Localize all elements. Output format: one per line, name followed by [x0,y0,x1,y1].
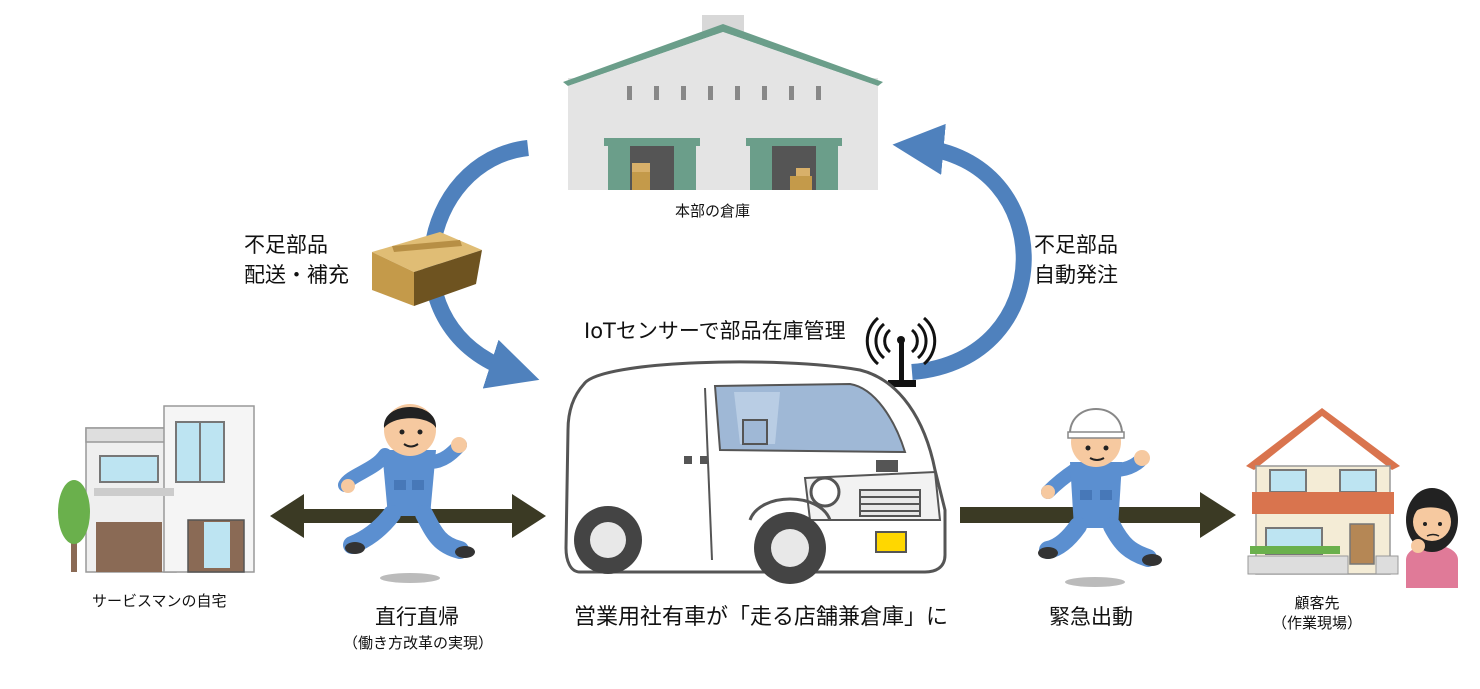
customer-sublabel: （作業現場） [1271,614,1362,632]
helmet-worker-icon [1038,408,1162,587]
warehouse-icon [563,15,883,190]
left-cycle-label-line1: 不足部品 [244,233,328,257]
warehouse-label: 本部の倉庫 [675,202,751,220]
emergency-label: 緊急出動 [1049,605,1133,629]
house-icon [85,405,255,573]
worker-icon [338,404,475,583]
customer-house-icon [1246,408,1400,575]
box-icon [372,232,482,306]
sensor-label: IoTセンサーで部品在庫管理 [584,319,846,343]
van-label: 営業用社有車が「走る店舗兼倉庫」に [574,605,949,630]
direct-commute-label: 直行直帰 [375,605,459,629]
tree-icon [58,480,90,572]
antenna-icon [865,316,937,387]
van-icon [564,360,947,584]
customer-woman-icon [1406,488,1458,588]
right-cycle-label-line2: 自動発注 [1034,263,1118,287]
customer-label: 顧客先 [1294,594,1340,612]
left-cycle-label-line2: 配送・補充 [244,263,349,287]
home-label: サービスマンの自宅 [92,592,227,610]
right-cycle-arrow [892,123,1032,380]
direct-commute-sublabel: （働き方改革の実現） [342,634,493,652]
right-cycle-label-line1: 不足部品 [1034,233,1118,257]
